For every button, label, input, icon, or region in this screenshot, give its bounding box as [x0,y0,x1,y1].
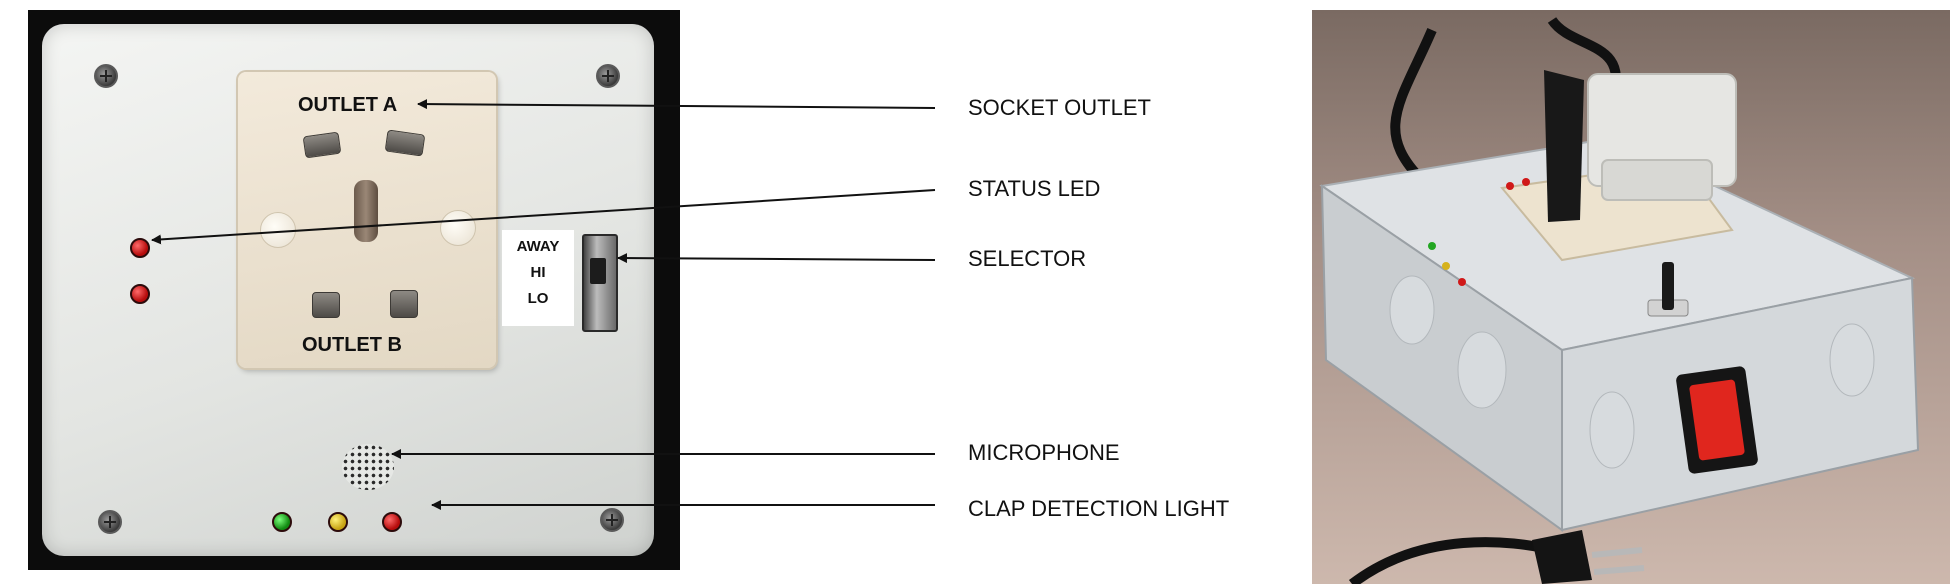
label-selector: SELECTOR [968,246,1087,271]
label-socket-outlet: SOCKET OUTLET [968,95,1151,120]
status-led-1 [130,238,150,258]
socket-pin-icon [302,131,342,159]
selector-mode-hi: HI [530,264,546,281]
plug-pin [1593,565,1645,575]
screw-icon [94,64,118,88]
power-switch [1689,379,1745,461]
device-perspective-photo [1312,10,1950,584]
earth-pin-icon [354,180,378,242]
status-led-icon [1506,182,1514,190]
plug-pin [1591,547,1643,558]
clap-light-yellow [328,512,348,532]
power-plug [1532,530,1592,584]
screw-icon [600,508,624,532]
microphone-icon [342,444,394,490]
socket-hole-icon [440,210,476,246]
clap-light-icon [1442,262,1450,270]
power-cable [1348,537,1554,584]
power-cable [1390,28,1437,184]
knockout-icon [1829,323,1875,397]
selector-switch[interactable] [582,234,618,332]
label-microphone: MICROPHONE [968,440,1120,465]
screw-icon [596,64,620,88]
knockout-icon [1589,391,1635,469]
selector-mode-labels: AWAY HI LO [502,230,574,326]
clap-light-red [382,512,402,532]
screw-icon [98,510,122,534]
knockout-icon [1457,331,1507,409]
knockout-icon [1389,275,1435,345]
outlet-b-label: OUTLET B [302,334,402,356]
outlet-a-label: OUTLET A [298,94,398,116]
selector-mode-lo: LO [527,290,549,307]
selector-knob[interactable] [590,258,606,284]
device-front-photo: OUTLET A OUTLET B AWAY HI LO [28,10,680,570]
clap-light-icon [1428,242,1436,250]
socket-pin-icon [390,290,418,318]
selector-toggle-lever [1662,262,1674,310]
status-led-icon [1522,178,1530,186]
socket-hole-icon [260,212,296,248]
clap-light-icon [1458,278,1466,286]
label-status-led: STATUS LED [968,176,1101,201]
socket-outlet: OUTLET A OUTLET B [238,72,496,368]
travel-adapter [1601,159,1713,201]
selector-mode-away: AWAY [516,238,560,255]
label-clap-detection-light: CLAP DETECTION LIGHT [968,496,1230,521]
device-panel: OUTLET A OUTLET B AWAY HI LO [42,24,654,556]
device-perspective-illustration [1319,16,1920,584]
socket-pin-icon [312,292,340,318]
status-led-2 [130,284,150,304]
black-plug [1544,70,1584,222]
socket-pin-icon [384,129,426,157]
clap-light-green [272,512,292,532]
